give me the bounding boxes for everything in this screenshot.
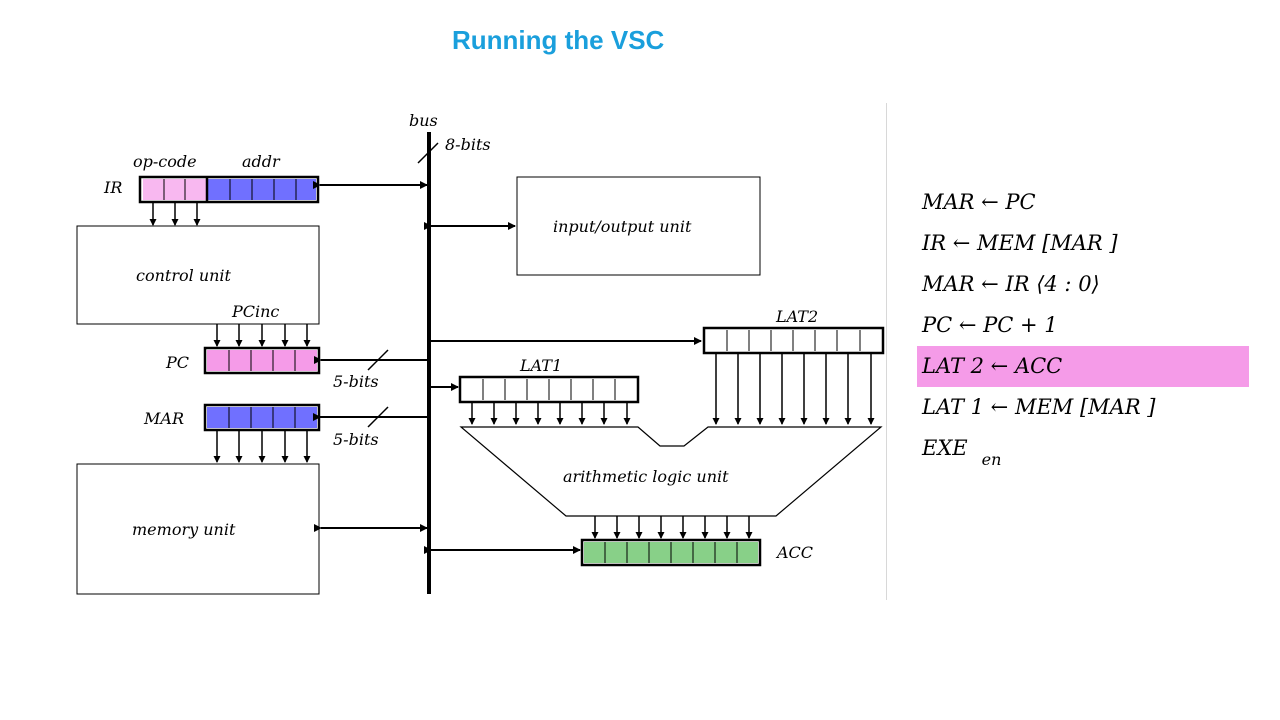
- control-unit-label: control unit: [136, 266, 232, 285]
- rtl-step-text: IR ← MEM [MAR ]: [922, 231, 1118, 255]
- acc-label: ACC: [775, 543, 813, 562]
- memory-unit-label: memory unit: [132, 520, 236, 539]
- memory-unit-box: [76, 463, 320, 595]
- rtl-step: LAT 1 ← MEM [MAR ]: [917, 387, 1249, 428]
- pc-label: PC: [165, 353, 189, 372]
- pc-bus-width-label: 5-bits: [333, 372, 379, 391]
- control-unit-box: [76, 225, 320, 325]
- bus-width-label: 8-bits: [445, 135, 491, 154]
- lat1-label: LAT1: [519, 356, 562, 375]
- lat2-label: LAT2: [775, 307, 818, 326]
- addr-label: addr: [242, 152, 281, 171]
- opcode-label: op-code: [133, 152, 197, 171]
- lat1-register: [458, 375, 640, 404]
- lat2-register: [702, 326, 885, 355]
- rtl-step: MAR ← PC: [917, 182, 1249, 223]
- pc-bus-width-tick: [367, 349, 389, 371]
- rtl-step: IR ← MEM [MAR ]: [917, 223, 1249, 264]
- ir-opcode-field: [143, 179, 207, 200]
- io-unit-label: input/output unit: [553, 217, 692, 236]
- lat2-alu-arrows: [712, 353, 875, 425]
- rtl-step-text: LAT 2 ← ACC: [922, 354, 1063, 378]
- ir-addr-field: [208, 179, 316, 200]
- rtl-step-text: MAR ← IR ⟨4 : 0⟩: [922, 272, 1100, 296]
- rtl-step-current: LAT 2 ← ACC: [917, 346, 1249, 387]
- mar-register: [203, 403, 321, 432]
- alu-acc-arrows: [591, 516, 753, 539]
- rtl-step-list: MAR ← PC IR ← MEM [MAR ] MAR ← IR ⟨4 : 0…: [917, 182, 1249, 469]
- rtl-step: MAR ← IR ⟨4 : 0⟩: [917, 264, 1249, 305]
- rtl-step-text: MAR ← PC: [922, 190, 1036, 214]
- acc-register: [580, 538, 762, 567]
- rtl-step: EXE en: [917, 428, 1249, 469]
- io-unit-box: [516, 176, 761, 276]
- alu-label: arithmetic logic unit: [563, 467, 729, 486]
- pc-register: [203, 346, 321, 375]
- ir-label: IR: [103, 178, 122, 197]
- rtl-step-text: EXE: [922, 436, 968, 460]
- bus-label: bus: [409, 111, 438, 130]
- rtl-step-text: PC ← PC + 1: [922, 313, 1058, 337]
- mar-label: MAR: [143, 409, 184, 428]
- rtl-step: PC ← PC + 1: [917, 305, 1249, 346]
- alu-shape: [459, 426, 883, 517]
- mar-bus-width-label: 5-bits: [333, 430, 379, 449]
- mar-bus-width-tick: [367, 406, 389, 428]
- lat1-alu-arrows: [468, 402, 631, 425]
- pcinc-label: PCinc: [231, 302, 279, 321]
- bus-width-tick: [417, 142, 439, 164]
- page-title: Running the VSC: [452, 25, 665, 55]
- rtl-step-text: LAT 1 ← MEM [MAR ]: [922, 395, 1156, 419]
- rtl-step-subscript: en: [981, 450, 1002, 469]
- ir-register: [138, 175, 320, 204]
